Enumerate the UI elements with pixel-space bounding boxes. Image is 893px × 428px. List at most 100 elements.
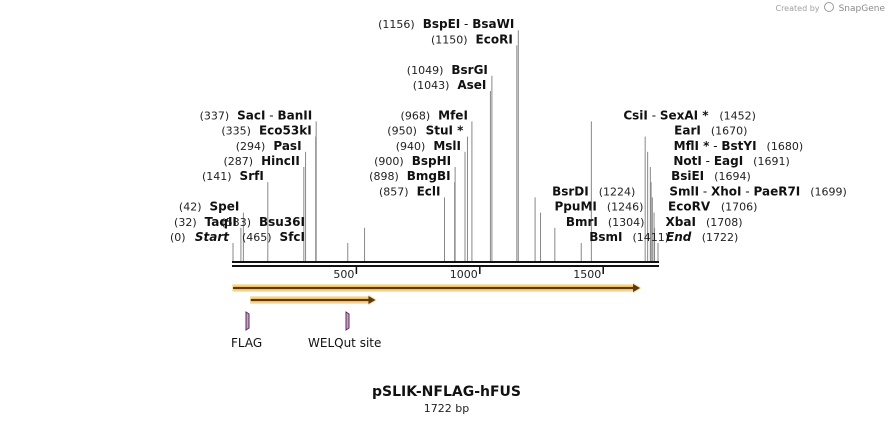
site-pos-start: (0) (170, 231, 186, 244)
backbone-top-strand (232, 261, 659, 263)
site-name-part: - (648, 108, 660, 122)
site-name-part: EclI (417, 184, 441, 198)
site-name-bmgbi: BmgBI (407, 169, 451, 183)
site-name-bmri: BmrI (566, 215, 598, 229)
site-pos-bmgbi: (898) (369, 170, 399, 183)
feature-marker-flag (245, 311, 250, 331)
credit-text: Created by (775, 4, 820, 13)
site-name-ecli: EclI (417, 184, 441, 198)
site-pos-xbai: (1708) (706, 216, 743, 229)
site-name-part: EagI (714, 154, 743, 168)
site-pos-saci: (337) (200, 109, 230, 122)
site-start: Start (0) (170, 230, 230, 244)
site-name-part: SpeI (210, 200, 240, 214)
site-bsrdi: BsrDI(1224) (552, 184, 635, 198)
site-name-part: BspEI (423, 17, 461, 31)
site-name-bspei: BspEI - BsaWI (423, 17, 515, 31)
feature-arrowhead-orf-1 (633, 284, 640, 292)
site-name-part: MslI (433, 139, 461, 153)
site-spei: SpeI (42) (179, 200, 239, 214)
site-name-part: EarI (674, 124, 701, 138)
site-name-csii: CsiI - SexAI * (623, 108, 709, 122)
site-pos-bsmi: (1411) (633, 231, 670, 244)
site-name-part: TaqII (205, 215, 237, 229)
site-pos-noti: (1691) (753, 155, 790, 168)
site-name-sfci: SfcI (280, 230, 305, 244)
site-name-part: XbaI (666, 215, 696, 229)
site-name-part: Start (195, 230, 230, 244)
site-name-part: End (666, 230, 692, 244)
site-name-bsrdi: BsrDI (552, 184, 589, 198)
site-name-hincii: HincII (261, 154, 300, 168)
site-name-part: BsaWI (472, 17, 514, 31)
site-ecli: EclI (857) (379, 184, 440, 198)
site-taqii: TaqII(32) (174, 215, 237, 229)
site-name-part: Eco53kI (259, 124, 312, 138)
site-mfei: MfeI (968) (401, 108, 468, 122)
site-name-bsu36i: Bsu36I (259, 215, 305, 229)
feature-marker-welqut (345, 311, 350, 331)
ruler-tick-label: 1000 (450, 268, 478, 281)
site-name-ecori: EcoRI (476, 32, 513, 46)
site-name-spei: SpeI (210, 200, 240, 214)
site-pos-ecorv: (1706) (721, 201, 758, 214)
site-name-mfli: MflI * - BstYI (674, 139, 757, 153)
map-size: 1722 bp (423, 402, 470, 415)
site-pos-ecli: (857) (379, 185, 409, 198)
site-csii: CsiI - SexAI * (1452) (623, 108, 756, 122)
site-name-part: PpuMI (555, 200, 597, 214)
snapgene-logo-icon (824, 2, 835, 12)
sequence-backbone (232, 261, 659, 267)
site-name-part: PaeR7I (754, 184, 801, 198)
site-name-part: Bsu36I (259, 215, 305, 229)
site-bmri: BmrI(1304) (566, 215, 645, 229)
site-name-mfei: MfeI (438, 108, 468, 122)
site-name-part: SfcI (280, 230, 305, 244)
site-bspei: BspEI - BsaWI(1156) (378, 17, 514, 31)
site-name-part: EcoRI (476, 32, 513, 46)
site-name-part: BanII (277, 108, 312, 122)
site-name-eco53ki: Eco53kI (259, 124, 312, 138)
site-name-part: - (709, 139, 721, 153)
site-bmgbi: BmgBI (898) (369, 169, 450, 183)
site-ecori: EcoRI(1150) (431, 32, 513, 46)
site-pos-bsu36i: (533) (221, 216, 251, 229)
site-noti: NotI - EagI (1691) (673, 154, 789, 168)
site-name-ecorv: EcoRV (668, 200, 711, 214)
site-name-part: XhoI (711, 184, 742, 198)
site-name-ppumi: PpuMI (555, 200, 597, 214)
site-pos-msli: (940) (396, 140, 426, 153)
site-pos-pasi: (294) (236, 140, 266, 153)
site-name-part: HincII (261, 154, 300, 168)
backbone-bottom-strand (232, 265, 659, 267)
map-title-block: pSLIK-NFLAG-hFUS 1722 bp (0, 384, 893, 415)
site-pos-end: (1722) (702, 231, 739, 244)
site-name-noti: NotI - EagI (673, 154, 743, 168)
feature-arrow-orf-2 (250, 299, 372, 301)
feature-label-welqut: WELQut site (308, 336, 381, 350)
site-name-part: StuI * (426, 124, 465, 138)
site-name-xbai: XbaI (666, 215, 696, 229)
site-pos-eco53ki: (335) (221, 125, 251, 138)
site-pos-eari: (1670) (711, 125, 748, 138)
site-eari: EarI (1670) (674, 124, 747, 138)
site-name-part: EcoRV (668, 200, 711, 214)
site-pos-mfei: (968) (401, 109, 431, 122)
site-pos-bsphi: (900) (374, 155, 404, 168)
site-pos-smli: (1699) (810, 185, 847, 198)
site-bsiei: BsiEI(1694) (671, 169, 751, 183)
feature-arrow-orf-1 (233, 287, 636, 289)
site-name-part: SmlI (669, 184, 699, 198)
site-name-part: PasI (273, 139, 301, 153)
site-msli: MslI (940) (396, 139, 461, 153)
site-pos-csii: (1452) (719, 109, 756, 122)
site-pasi: PasI (294) (236, 139, 302, 153)
feature-label-flag: FLAG (231, 336, 262, 350)
site-pos-spei: (42) (179, 201, 202, 214)
map-name: pSLIK-NFLAG-hFUS (372, 384, 521, 400)
site-asei: AseI(1043) (413, 78, 487, 92)
site-name-smli: SmlI - XhoI - PaeR7I (669, 184, 800, 198)
site-bsrgi: BsrGI(1049) (407, 63, 488, 77)
site-name-end: End (666, 230, 692, 244)
site-saci: SacI - BanII(337) (200, 108, 313, 122)
